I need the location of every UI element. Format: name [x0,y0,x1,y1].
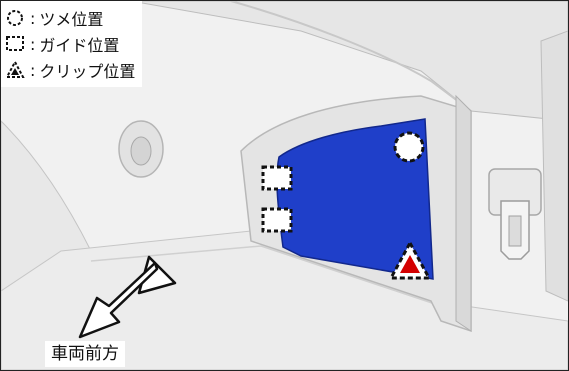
guide-position-marker-upper [261,165,293,191]
latch-slot [508,215,522,247]
vehicle-front-label: 車両前方 [45,341,125,367]
mounting-hole [130,136,152,166]
legend-claw-text: ツメ位置 [39,10,104,29]
legend-row-clip: : クリップ位置 [5,57,135,83]
arrow-head [137,255,177,295]
dashed-triangle-icon [5,60,25,78]
trim-edge-line [230,1,472,112]
arrow-icon [78,261,159,339]
legend-clip-text: クリップ位置 [39,62,136,81]
floor-edge-line [90,245,442,307]
legend-separator: : [30,34,36,54]
legend-row-guide: : ガイド位置 [5,31,135,57]
legend-guide-text: ガイド位置 [39,36,120,55]
legend-separator: : [30,60,36,80]
clip-position-fill [400,255,420,273]
dashed-circle-icon [7,10,23,26]
trim-edge-strip [455,94,472,332]
legend-separator: : [30,8,36,28]
right-pillar [540,30,568,302]
legend: : ツメ位置 : ガイド位置 : クリップ位置 [1,1,143,87]
legend-row-claw: : ツメ位置 [5,5,135,31]
claw-position-marker [393,131,425,163]
dashed-square-icon [6,36,24,51]
guide-position-marker-lower [261,207,293,233]
